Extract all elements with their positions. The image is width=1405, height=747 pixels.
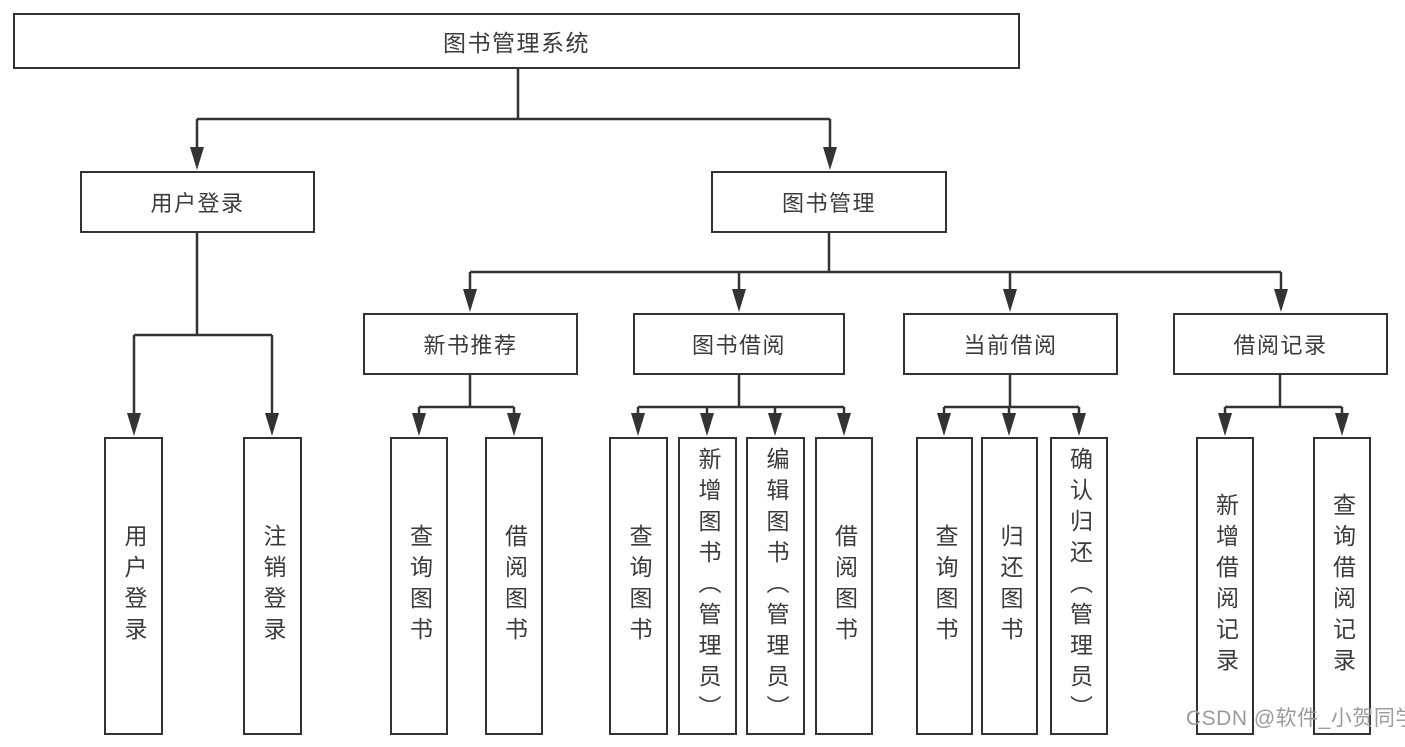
node-label: 查询借阅记录 [1329, 493, 1356, 679]
node-label: 图书管理系统 [443, 30, 590, 56]
node-label: 编辑图书（管理员） [763, 446, 789, 726]
node-label: 借阅图书 [501, 524, 528, 648]
leaf-query-books-borrowing: 查询图书 [609, 437, 668, 735]
node-label: 用户登录 [121, 524, 147, 648]
leaf-borrow-books: 借阅图书 [815, 437, 873, 735]
node-label: 确认归还（管理员） [1066, 446, 1093, 726]
node-label: 查询图书 [406, 524, 433, 648]
leaf-add-books-admin: 新增图书（管理员） [678, 437, 737, 735]
node-book-management: 图书管理 [711, 171, 947, 233]
node-book-borrowing: 图书借阅 [633, 313, 845, 375]
node-label: 归还图书 [997, 524, 1023, 648]
leaf-user-login: 用户登录 [104, 437, 163, 735]
node-current-borrowing: 当前借阅 [903, 313, 1118, 375]
node-label: 借阅记录 [1233, 333, 1328, 358]
leaf-logout: 注销登录 [243, 437, 302, 735]
node-label: 查询图书 [626, 524, 652, 648]
node-label: 图书借阅 [691, 333, 786, 358]
node-borrow-records: 借阅记录 [1173, 313, 1388, 375]
node-label: 当前借阅 [963, 333, 1058, 358]
node-label: 查询图书 [932, 524, 958, 648]
leaf-borrow-books-recommend: 借阅图书 [485, 437, 543, 735]
arrowheads [127, 147, 1349, 436]
node-label: 图书管理 [781, 191, 876, 216]
leaf-query-books-recommend: 查询图书 [390, 437, 448, 735]
node-label: 借阅图书 [831, 524, 858, 648]
leaf-edit-books-admin: 编辑图书（管理员） [746, 437, 805, 735]
leaf-confirm-return-admin: 确认归还（管理员） [1050, 437, 1108, 735]
node-label: 新增借阅记录 [1212, 493, 1239, 679]
leaf-add-borrow-record: 新增借阅记录 [1196, 437, 1254, 735]
node-label: 新书推荐 [423, 333, 518, 358]
node-label: 注销登录 [260, 524, 286, 648]
leaf-return-books: 归还图书 [981, 437, 1038, 735]
csdn-watermark: CSDN @软件_小贺同学 [1186, 707, 1405, 730]
node-label: 新增图书（管理员） [695, 446, 721, 726]
node-new-book-recommend: 新书推荐 [363, 313, 578, 375]
node-user-login: 用户登录 [80, 171, 315, 233]
node-label: 用户登录 [150, 191, 245, 216]
leaf-query-borrow-record: 查询借阅记录 [1313, 437, 1371, 735]
leaf-query-books-current: 查询图书 [916, 437, 973, 735]
node-library-management-system: 图书管理系统 [13, 13, 1020, 69]
